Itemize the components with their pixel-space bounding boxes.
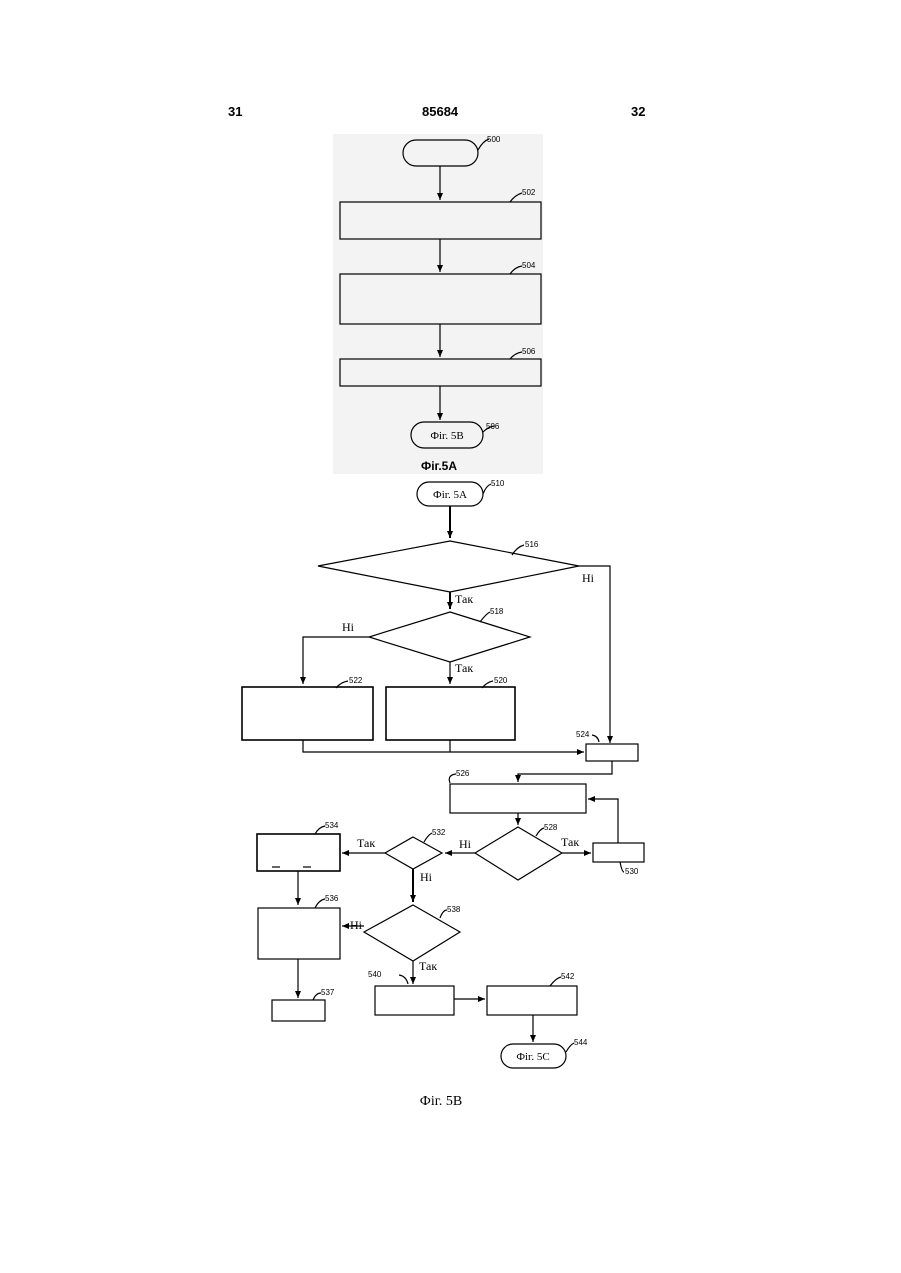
ref-538: 538 (447, 905, 461, 914)
decision-538 (364, 905, 460, 961)
decision-532 (385, 837, 442, 869)
ref-520: 520 (494, 676, 508, 685)
ref-544: 544 (574, 1038, 588, 1047)
ref-524: 524 (576, 730, 590, 739)
fig5a-box-506 (340, 359, 541, 386)
box-526 (450, 784, 586, 813)
box-522 (242, 687, 373, 740)
fig5a-start-terminal (403, 140, 478, 166)
decision-528 (475, 827, 562, 880)
yes-label-528: Так (561, 835, 579, 849)
ref-532: 532 (432, 828, 446, 837)
decision-518 (369, 612, 530, 662)
box-542 (487, 986, 577, 1015)
ref-504: 504 (522, 261, 536, 270)
box-534 (257, 834, 340, 871)
box-520 (386, 687, 515, 740)
ref-510: 510 (491, 479, 505, 488)
fig5a-caption: Фіг.5А (421, 459, 457, 473)
fig5b-start-label: Фіг. 5А (433, 489, 467, 501)
ref-530: 530 (625, 867, 639, 876)
no-label-516: Ні (582, 571, 595, 585)
yes-label-516: Так (455, 592, 473, 606)
ref-542: 542 (561, 972, 575, 981)
no-label-518: Ні (342, 620, 355, 634)
no-label-538: Ні (350, 918, 363, 932)
ref-502: 502 (522, 188, 536, 197)
box-530 (593, 843, 644, 862)
ref-516: 516 (525, 540, 539, 549)
ref-506: 506 (522, 347, 536, 356)
fig5a (340, 139, 541, 448)
fig5b-caption: Фіг. 5В (420, 1094, 462, 1109)
ref-500: 500 (487, 135, 501, 144)
fig5b-end-label: Фіг. 5С (516, 1051, 549, 1063)
yes-label-532: Так (357, 836, 375, 850)
yes-label-518: Так (455, 661, 473, 675)
fig5a-box-504 (340, 274, 541, 324)
box-540 (375, 986, 454, 1015)
no-label-528: Ні (459, 837, 472, 851)
box-536 (258, 908, 340, 959)
yes-label-538: Так (419, 959, 437, 973)
ref-522: 522 (349, 676, 363, 685)
ref-526: 526 (456, 769, 470, 778)
ref-506-end: 506 (486, 422, 500, 431)
fig5b (242, 482, 644, 1068)
box-537 (272, 1000, 325, 1021)
ref-518: 518 (490, 607, 504, 616)
ref-534: 534 (325, 821, 339, 830)
ref-528: 528 (544, 823, 558, 832)
ref-537: 537 (321, 988, 335, 997)
no-label-532: Ні (420, 870, 433, 884)
ref-536: 536 (325, 894, 339, 903)
ref-540: 540 (368, 970, 382, 979)
fig5a-end-label: Фіг. 5В (430, 430, 463, 442)
box-524 (586, 744, 638, 761)
fig5a-box-502 (340, 202, 541, 239)
decision-516 (318, 541, 579, 592)
